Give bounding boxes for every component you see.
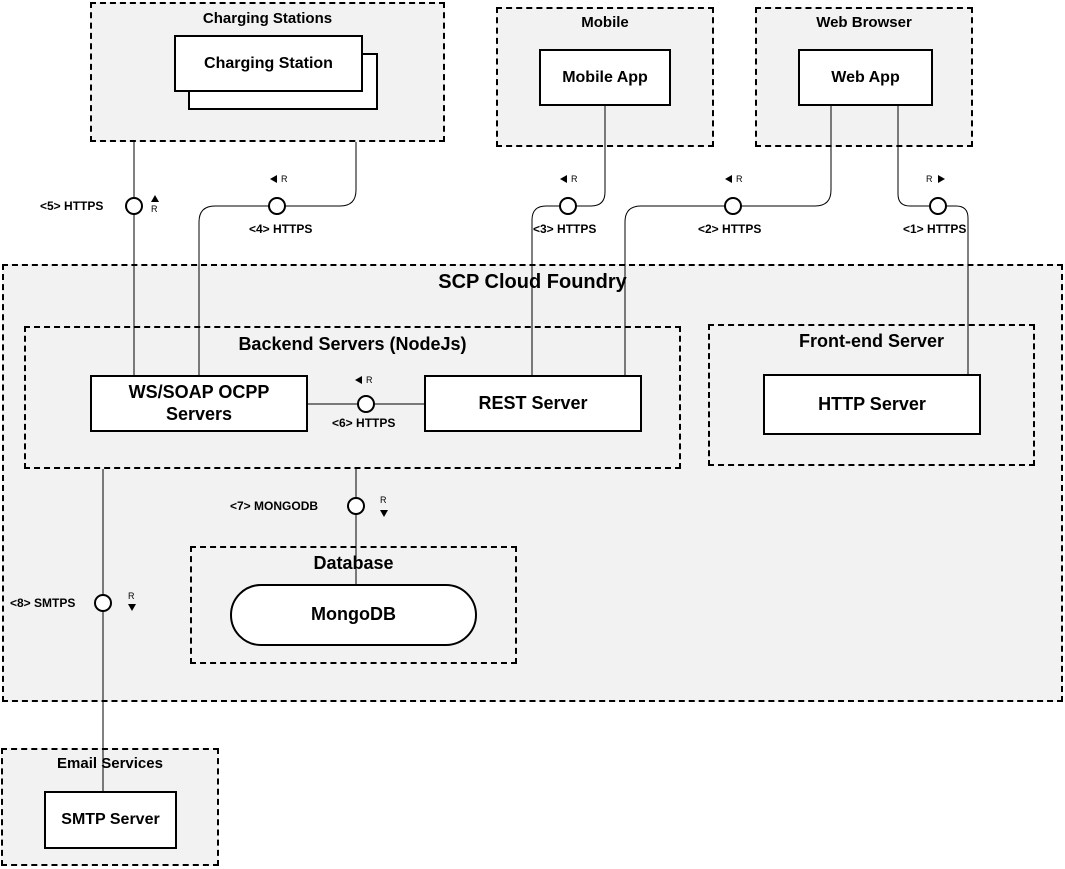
- direction-arrow-2: [725, 175, 732, 183]
- direction-arrow-5: [151, 195, 159, 202]
- interface-2-label: <2> HTTPS: [698, 222, 762, 236]
- interface-6-label: <6> HTTPS: [332, 416, 396, 430]
- wire-2: [624, 106, 832, 375]
- ws-soap-ocpp-servers-node[interactable]: WS/SOAP OCPP Servers: [90, 375, 308, 432]
- interface-7-circle: [347, 497, 365, 515]
- smtp-server-node[interactable]: SMTP Server: [44, 791, 177, 849]
- wire-3: [531, 106, 606, 375]
- ocpp-node-line-2: Servers: [165, 403, 233, 424]
- charging-stations-title: Charging Stations: [202, 10, 333, 27]
- interface-3-circle: [559, 197, 577, 215]
- direction-arrow-4: [270, 175, 277, 183]
- role-marker-5: R: [151, 204, 158, 214]
- direction-arrow-3: [560, 175, 567, 183]
- interface-7-label: <7> MONGODB: [230, 499, 319, 513]
- interface-1-label: <1> HTTPS: [903, 222, 967, 236]
- mobile-app-node[interactable]: Mobile App: [539, 49, 671, 106]
- charging-stations-container: Charging Stations: [90, 2, 445, 142]
- interface-5-label: <5> HTTPS: [40, 199, 104, 213]
- interface-2-circle: [724, 197, 742, 215]
- interface-3-label: <3> HTTPS: [533, 222, 597, 236]
- wire-1: [897, 106, 969, 374]
- role-marker-1: R: [926, 174, 933, 184]
- web-browser-title: Web Browser: [816, 14, 912, 31]
- role-marker-7: R: [380, 495, 387, 505]
- interface-1-circle: [929, 197, 947, 215]
- interface-5-circle: [125, 197, 143, 215]
- direction-arrow-1: [938, 175, 945, 183]
- direction-arrow-7: [380, 510, 388, 517]
- frontend-server-title: Front-end Server: [798, 331, 945, 351]
- role-marker-2: R: [736, 174, 743, 184]
- backend-servers-title: Backend Servers (NodeJs): [238, 334, 467, 354]
- direction-arrow-8: [128, 604, 136, 611]
- role-marker-4: R: [281, 174, 288, 184]
- mongodb-node[interactable]: MongoDB: [230, 584, 477, 646]
- mobile-title: Mobile: [581, 14, 629, 31]
- interface-6-circle: [357, 395, 375, 413]
- wire-4: [198, 142, 357, 375]
- email-services-title: Email Services: [57, 755, 163, 772]
- ocpp-node-line-1: WS/SOAP OCPP: [128, 381, 270, 402]
- web-app-node[interactable]: Web App: [798, 49, 933, 106]
- database-title: Database: [313, 553, 394, 573]
- interface-8-circle: [94, 594, 112, 612]
- interface-4-label: <4> HTTPS: [249, 222, 313, 236]
- charging-station-node[interactable]: Charging Station: [174, 35, 363, 92]
- direction-arrow-6: [355, 376, 362, 384]
- rest-server-node[interactable]: REST Server: [424, 375, 642, 432]
- role-marker-3: R: [571, 174, 578, 184]
- role-marker-6: R: [366, 375, 373, 385]
- http-server-node[interactable]: HTTP Server: [763, 374, 981, 435]
- role-marker-8: R: [128, 591, 135, 601]
- interface-8-label: <8> SMTPS: [10, 596, 76, 610]
- interface-4-circle: [268, 197, 286, 215]
